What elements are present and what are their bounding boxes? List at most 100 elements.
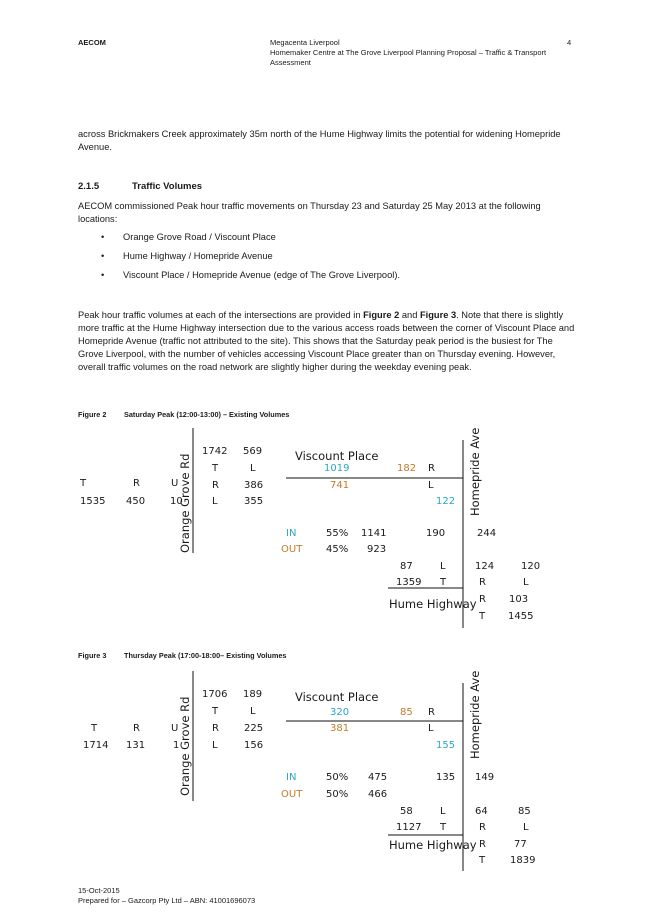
hume-east-t-label: T: [479, 855, 486, 866]
hume-t-value: 1359: [396, 577, 422, 588]
hume-east-t-label: T: [479, 611, 486, 622]
viscount-l-label: L: [428, 723, 434, 734]
figure2-reference: Figure 2: [363, 310, 400, 320]
out-label: OUT: [281, 544, 303, 555]
out-percent: 50%: [326, 789, 349, 800]
og-west-r-label: R: [133, 478, 140, 489]
page-footer: 15-Oct-2015 Prepared for – Gazcorp Pty L…: [78, 886, 255, 906]
hp-exit-l-label: L: [523, 577, 529, 588]
homepride-right-value: 244: [477, 528, 497, 539]
figure3-road-lines: [192, 671, 464, 871]
list-item: • Orange Grove Road / Viscount Place: [78, 231, 558, 250]
hp-exit-r-value: 124: [475, 561, 495, 572]
in-percent: 50%: [326, 772, 349, 783]
hume-east-r-value: 77: [514, 839, 527, 850]
og-right-l-label: L: [212, 496, 218, 507]
og-top-value-a: 1706: [202, 689, 228, 700]
bullet-icon: •: [101, 232, 105, 242]
in-percent: 55%: [326, 528, 349, 539]
list-item-text: Viscount Place / Homepride Avenue (edge …: [123, 270, 401, 280]
section-heading: 2.1.5 Traffic Volumes: [78, 181, 202, 192]
out-total: 923: [367, 544, 387, 555]
page-number: 4: [567, 38, 572, 47]
figure3-diagram: T R U 1714 131 1 Orange Grove Rd 1706 18…: [78, 671, 578, 881]
document-title-line2: Homemaker Centre at The Grove Liverpool …: [270, 48, 547, 67]
company-name: AECOM: [78, 38, 106, 47]
og-west-u-label: U: [171, 723, 179, 734]
og-west-t-label: T: [80, 478, 87, 489]
og-top-value-a: 1742: [202, 446, 228, 457]
in-total: 475: [368, 772, 388, 783]
og-top-value-b: 569: [243, 446, 263, 457]
list-item-text: Orange Grove Road / Viscount Place: [123, 232, 276, 242]
hume-l-label: L: [440, 561, 446, 572]
hume-t-label: T: [440, 822, 447, 833]
para-text-2: and: [399, 310, 420, 320]
section-number: 2.1.5: [78, 181, 100, 192]
figure3-title: Thursday Peak (17:00-18:00– Existing Vol…: [124, 651, 287, 660]
list-item: •Hume Highway / Homepride Avenue: [78, 250, 558, 269]
figure2-label: Figure 2: [78, 410, 107, 419]
og-right-l-value: 156: [244, 740, 264, 751]
hume-east-r-value: 103: [509, 594, 529, 605]
og-right-r-value: 225: [244, 723, 264, 734]
og-right-l-label: L: [212, 740, 218, 751]
og-west-r-label: R: [133, 723, 140, 734]
out-percent: 45%: [326, 544, 349, 555]
in-label: IN: [286, 528, 297, 539]
para-text-1: Peak hour traffic volumes at each of the…: [78, 310, 364, 320]
og-top-l-label: L: [250, 463, 256, 474]
hume-t-label: T: [440, 577, 447, 588]
og-west-r-value: 131: [126, 740, 146, 751]
viscount-place-label: Viscount Place: [295, 449, 379, 463]
orange-grove-rd-label: Orange Grove Rd: [178, 696, 192, 796]
og-west-u-value: 10: [170, 496, 183, 507]
hume-east-t-value: 1455: [508, 611, 534, 622]
viscount-in-value: 1019: [324, 463, 350, 474]
hp-exit-l-value: 85: [518, 806, 531, 817]
footer-date: 15-Oct-2015: [78, 886, 120, 895]
location-list: • Orange Grove Road / Viscount Place •Hum…: [78, 231, 558, 288]
hume-east-r-label: R: [479, 594, 486, 605]
og-right-l-value: 355: [244, 496, 264, 507]
orange-grove-rd-label: Orange Grove Rd: [178, 453, 192, 553]
hume-east-t-value: 1839: [510, 855, 536, 866]
hume-highway-label: Hume Highway: [389, 597, 477, 611]
viscount-hp-in-value: 122: [436, 496, 456, 507]
og-west-t-value: 1535: [80, 496, 106, 507]
bullet-icon: •: [101, 270, 105, 280]
og-right-r-value: 386: [244, 480, 264, 491]
viscount-out-value: 85: [400, 707, 413, 718]
homepride-right-value: 149: [475, 772, 495, 783]
og-right-r-label: R: [212, 723, 219, 734]
bullet-icon: •: [101, 251, 105, 261]
figure2-diagram: T R U 1535 450 10 Orange Grove Rd 1742 5…: [78, 428, 578, 638]
hume-l-value: 58: [400, 806, 413, 817]
document-title-line1: Megacenta Liverpool: [270, 38, 340, 47]
viscount-l-label: L: [428, 480, 434, 491]
figure3-label: Figure 3: [78, 651, 107, 660]
viscount-hp-in-value: 155: [436, 740, 456, 751]
og-west-u-label: U: [171, 478, 179, 489]
og-top-t-label: T: [212, 463, 219, 474]
og-west-t-label: T: [91, 723, 98, 734]
out-label: OUT: [281, 789, 303, 800]
intro-paragraph: across Brickmakers Creek approximately 3…: [78, 129, 561, 152]
para-text-3: . Note that there is slightly more traff…: [78, 310, 575, 372]
in-label: IN: [286, 772, 297, 783]
og-top-l-label: L: [250, 706, 256, 717]
og-west-r-value: 450: [126, 496, 146, 507]
viscount-in-value: 320: [330, 707, 350, 718]
in-total: 1141: [361, 528, 387, 539]
hume-l-value: 87: [400, 561, 413, 572]
hp-exit-r-label: R: [479, 577, 486, 588]
viscount-r-label: R: [428, 707, 435, 718]
hume-t-value: 1127: [396, 822, 422, 833]
hp-exit-r-value: 64: [475, 806, 488, 817]
section-intro: AECOM commissioned Peak hour traffic mov…: [78, 201, 541, 224]
hume-highway-label: Hume Highway: [389, 838, 477, 852]
og-top-t-label: T: [212, 706, 219, 717]
figure3-caption: Figure 3 Thursday Peak (17:00-18:00– Exis…: [78, 651, 287, 660]
section-title: Traffic Volumes: [132, 181, 203, 192]
